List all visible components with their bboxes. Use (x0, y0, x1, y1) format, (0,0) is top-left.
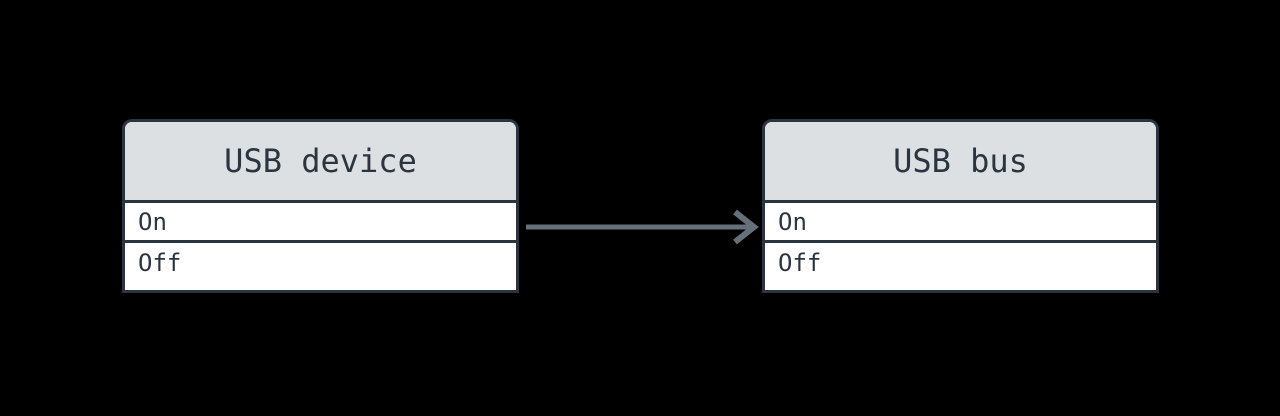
node-usb-device: USB device On Off (122, 119, 519, 293)
node-usb-bus-row-off-label: Off (778, 249, 822, 277)
node-usb-device-header: USB device (125, 122, 516, 203)
node-usb-bus-header: USB bus (765, 122, 1156, 203)
node-usb-bus-row-on: On (765, 203, 1156, 243)
node-usb-device-row-on-label: On (138, 207, 167, 236)
edge-arrow (526, 209, 759, 245)
node-usb-device-row-off: Off (125, 243, 516, 283)
node-usb-device-title: USB device (224, 142, 417, 180)
node-usb-device-row-off-label: Off (138, 249, 182, 277)
edge-arrowhead-icon (733, 209, 759, 245)
node-usb-bus-row-on-label: On (778, 207, 807, 236)
node-usb-device-row-on: On (125, 203, 516, 243)
node-usb-bus-row-off: Off (765, 243, 1156, 283)
node-usb-bus-title: USB bus (893, 142, 1028, 180)
node-usb-bus: USB bus On Off (762, 119, 1159, 293)
